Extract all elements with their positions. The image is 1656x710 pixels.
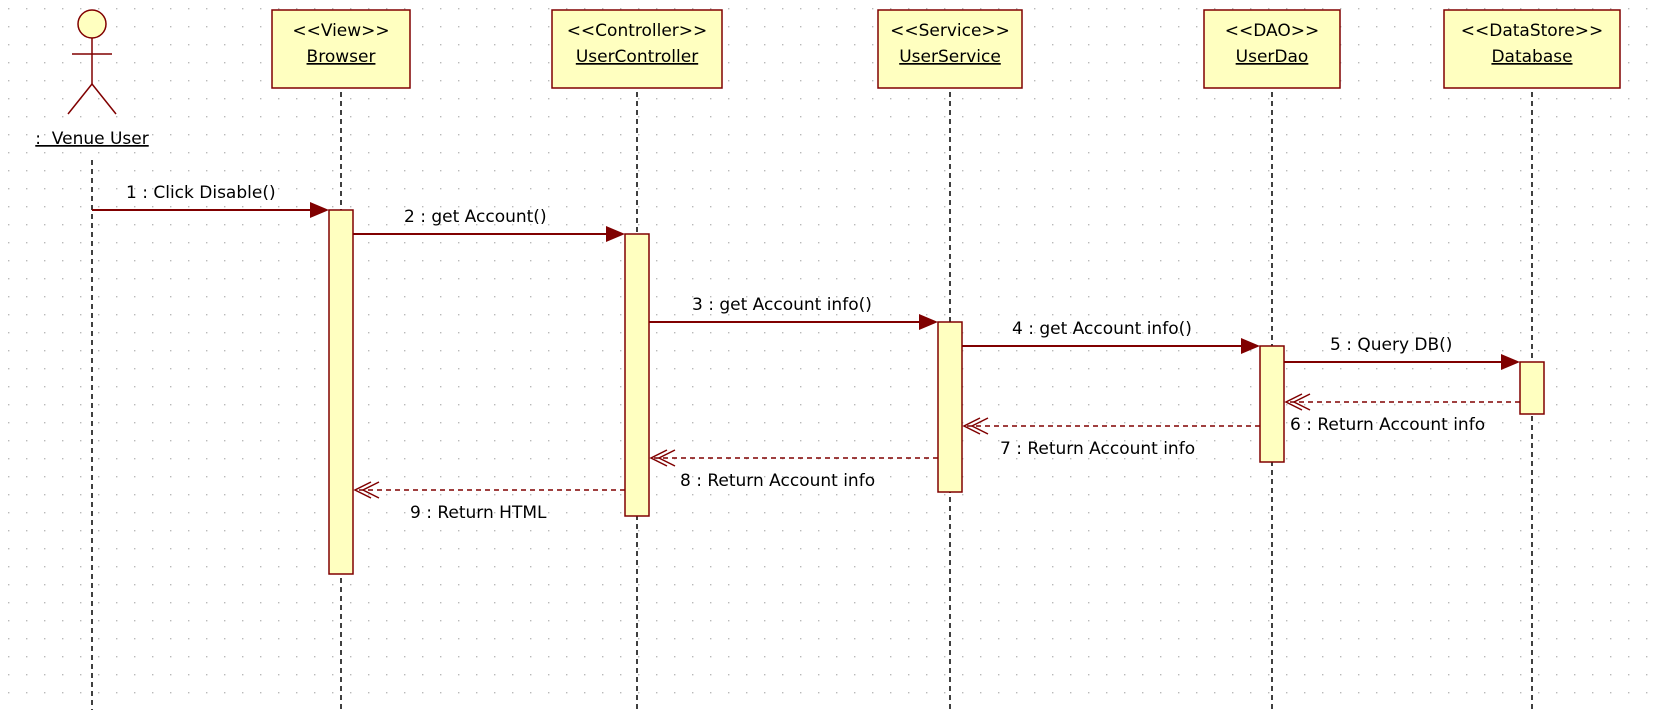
- object-box: [1443, 9, 1621, 89]
- message-8-label: 8 : Return Account info: [680, 471, 875, 491]
- stick-figure-icon: [67, 9, 117, 115]
- object-box: [1203, 9, 1341, 89]
- arrowhead-filled-icon: [606, 226, 625, 242]
- object-user-controller[interactable]: <<Controller>> UserController: [551, 9, 723, 89]
- object-box: [877, 9, 1023, 89]
- object-stereotype: <<Controller>>: [567, 21, 708, 41]
- message-4-label: 4 : get Account info(): [1012, 319, 1192, 339]
- message-6-label: 6 : Return Account info: [1290, 415, 1485, 435]
- arrowhead-open-icon: [970, 417, 989, 435]
- message-1-label: 1 : Click Disable(): [126, 183, 276, 203]
- object-stereotype: <<DAO>>: [1225, 21, 1319, 41]
- message-2-label: 2 : get Account(): [404, 207, 547, 227]
- object-name: UserService: [899, 47, 1001, 67]
- message-labels: 1 : Click Disable() 2 : get Account() 3 …: [126, 183, 1485, 523]
- object-box: [271, 9, 411, 89]
- message-1[interactable]: [92, 202, 329, 218]
- actor-venue-user[interactable]: : Venue User: [35, 9, 149, 149]
- object-box: [551, 9, 723, 89]
- message-8[interactable]: [649, 449, 938, 467]
- message-4[interactable]: [962, 338, 1260, 354]
- object-database[interactable]: <<DataStore>> Database: [1443, 9, 1621, 89]
- object-stereotype: <<Service>>: [890, 21, 1010, 41]
- message-7[interactable]: [962, 417, 1260, 435]
- arrowhead-open-icon: [649, 449, 668, 467]
- object-stereotype: <<View>>: [292, 21, 389, 41]
- activation-bars: [328, 209, 1545, 575]
- message-2[interactable]: [353, 226, 625, 242]
- arrowhead-open-icon: [353, 481, 372, 499]
- activation-bar-database[interactable]: [1519, 361, 1545, 415]
- object-name: UserDao: [1236, 47, 1309, 67]
- activation-bar-user-service[interactable]: [937, 321, 963, 493]
- object-name: UserController: [576, 47, 698, 67]
- message-3[interactable]: [649, 314, 938, 330]
- object-user-dao[interactable]: <<DAO>> UserDao: [1203, 9, 1341, 89]
- activation-bar-user-dao[interactable]: [1259, 345, 1285, 463]
- message-9-label: 9 : Return HTML: [410, 503, 547, 523]
- return-messages: [353, 393, 1520, 499]
- message-7-label: 7 : Return Account info: [1000, 439, 1195, 459]
- arrowhead-open-icon: [361, 481, 380, 499]
- message-9[interactable]: [353, 481, 625, 499]
- arrowhead-filled-icon: [310, 202, 329, 218]
- object-name: Database: [1491, 47, 1572, 67]
- arrowhead-open-icon: [1284, 393, 1303, 411]
- message-5[interactable]: [1284, 354, 1520, 370]
- message-3-label: 3 : get Account info(): [692, 295, 872, 315]
- call-messages: [92, 202, 1520, 370]
- message-6[interactable]: [1284, 393, 1520, 411]
- object-browser[interactable]: <<View>> Browser: [271, 9, 411, 89]
- message-5-label: 5 : Query DB(): [1330, 335, 1452, 355]
- object-user-service[interactable]: <<Service>> UserService: [877, 9, 1023, 89]
- arrowhead-open-icon: [962, 417, 981, 435]
- activation-bar-user-controller[interactable]: [624, 233, 650, 517]
- arrowhead-open-icon: [657, 449, 676, 467]
- arrowhead-filled-icon: [1241, 338, 1260, 354]
- activation-bar-browser[interactable]: [328, 209, 354, 575]
- arrowhead-filled-icon: [919, 314, 938, 330]
- arrowhead-open-icon: [1292, 393, 1311, 411]
- arrowhead-filled-icon: [1501, 354, 1520, 370]
- object-stereotype: <<DataStore>>: [1461, 21, 1604, 41]
- object-name: Browser: [307, 47, 376, 67]
- actor-label: : Venue User: [35, 129, 148, 149]
